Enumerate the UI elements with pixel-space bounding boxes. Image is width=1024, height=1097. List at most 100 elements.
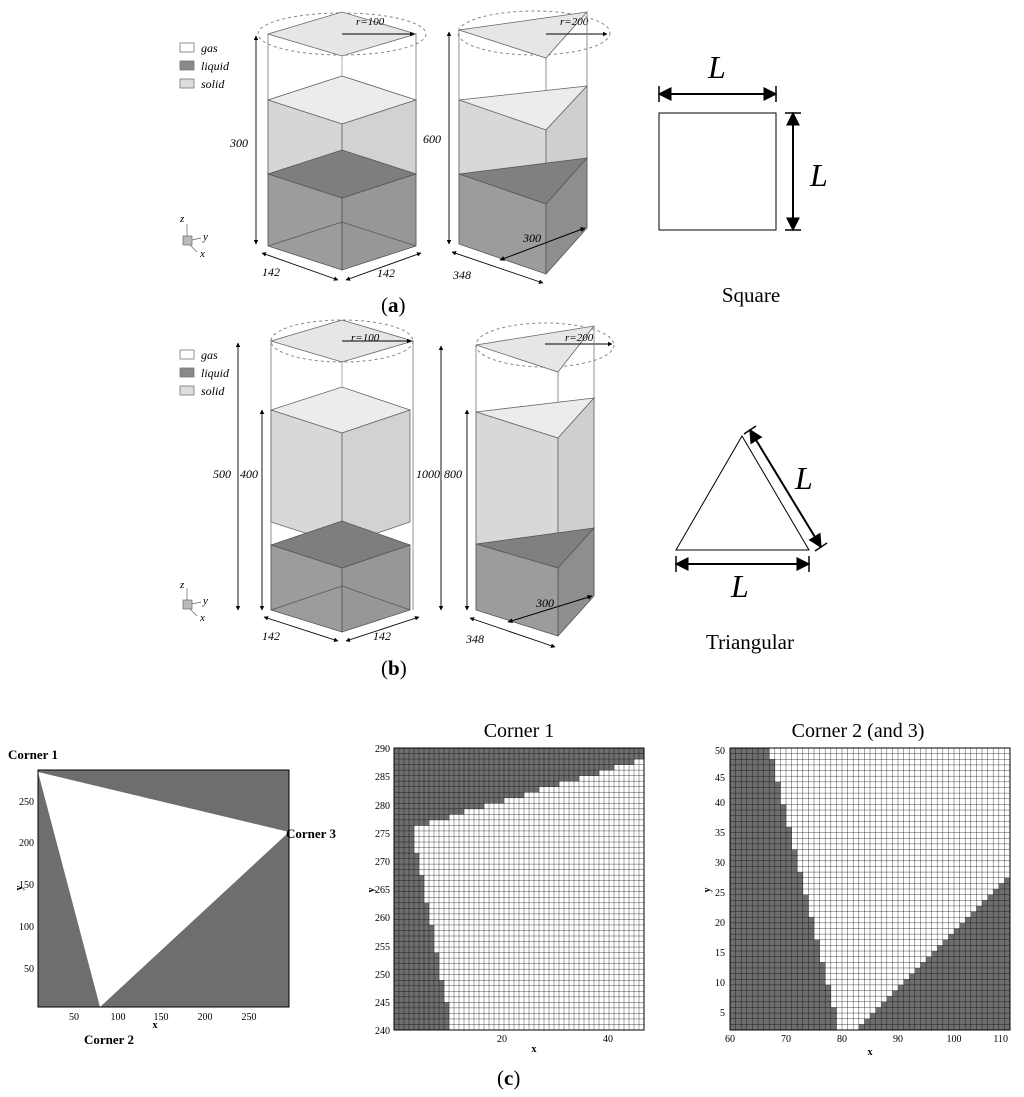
dark-cell bbox=[786, 894, 792, 901]
dark-cell bbox=[414, 775, 420, 782]
dark-cell bbox=[399, 991, 405, 998]
dark-cell bbox=[774, 877, 781, 884]
dark-cell bbox=[987, 934, 994, 941]
dark-cell bbox=[780, 996, 787, 1003]
dark-cell bbox=[424, 908, 430, 915]
dark-cell bbox=[464, 792, 470, 799]
dark-cell bbox=[394, 891, 400, 898]
dark-cell bbox=[735, 781, 742, 788]
dark-cell bbox=[444, 1002, 450, 1009]
dark-cell bbox=[484, 786, 490, 793]
dark-cell bbox=[424, 919, 430, 926]
dark-cell bbox=[409, 947, 415, 953]
dark-cell bbox=[509, 748, 515, 754]
dark-cell bbox=[786, 849, 792, 856]
dark-cell bbox=[589, 770, 595, 776]
dark-cell bbox=[414, 1013, 420, 1020]
dark-cell bbox=[982, 973, 988, 980]
dark-cell bbox=[769, 1024, 776, 1031]
dark-cell bbox=[444, 770, 450, 776]
dark-cell bbox=[599, 759, 605, 765]
dark-cell bbox=[914, 973, 921, 980]
dark-cell bbox=[987, 922, 994, 929]
dark-cell bbox=[769, 804, 776, 811]
dark-cell bbox=[479, 748, 485, 754]
dark-cell bbox=[763, 770, 770, 777]
dark-cell bbox=[774, 979, 781, 986]
dark-cell bbox=[730, 922, 736, 929]
dark-cell bbox=[429, 814, 435, 821]
zoom-corner2-plot: Corner 2 (and 3) 5 10 15 20 25 30 35 40 … bbox=[702, 720, 1011, 1058]
dark-cell bbox=[769, 973, 776, 980]
dark-cell bbox=[780, 922, 787, 929]
dark-cell bbox=[424, 808, 430, 815]
dark-cell bbox=[976, 979, 983, 986]
dark-cell bbox=[752, 984, 759, 991]
dark-cell bbox=[909, 996, 916, 1003]
dark-cell bbox=[976, 939, 983, 946]
dark-cell bbox=[970, 911, 977, 918]
dark-cell bbox=[987, 939, 994, 946]
dark-cell bbox=[524, 786, 530, 793]
dark-cell bbox=[1004, 973, 1011, 980]
zoom1-ytick: 275 bbox=[375, 829, 390, 840]
dark-cell bbox=[802, 905, 809, 912]
dark-cell bbox=[769, 770, 776, 777]
dark-cell bbox=[514, 759, 520, 765]
dark-cell bbox=[942, 1007, 949, 1014]
dark-cell bbox=[758, 781, 764, 788]
dark-cell bbox=[741, 776, 748, 783]
dark-cell bbox=[404, 952, 410, 959]
dark-cell bbox=[993, 900, 1000, 907]
dark-cell bbox=[394, 864, 400, 870]
dark-cell bbox=[774, 945, 781, 952]
dark-cell bbox=[394, 969, 400, 976]
dark-cell bbox=[399, 748, 405, 754]
dark-cell bbox=[404, 891, 410, 898]
dark-cell bbox=[758, 872, 764, 879]
dark-cell bbox=[814, 979, 820, 986]
dark-cell bbox=[797, 928, 804, 935]
dark-cell bbox=[763, 776, 770, 783]
dark-cell bbox=[965, 1024, 972, 1031]
dark-cell bbox=[892, 1024, 899, 1031]
dark-cell bbox=[524, 775, 530, 782]
dark-cell bbox=[920, 1001, 927, 1008]
dark-cell bbox=[746, 905, 753, 912]
dark-cell bbox=[746, 917, 753, 924]
dark-cell bbox=[937, 1007, 944, 1014]
dark-cell bbox=[814, 1007, 820, 1014]
dark-cell bbox=[786, 900, 792, 907]
zoom2-xticks: 60 70 80 90 100 110 bbox=[725, 1034, 1008, 1045]
dark-cell bbox=[741, 984, 748, 991]
dark-cell bbox=[802, 917, 809, 924]
dark-cell bbox=[409, 974, 415, 981]
dark-cell bbox=[494, 775, 500, 782]
dark-cell bbox=[1004, 996, 1011, 1003]
dark-cell bbox=[791, 917, 798, 924]
dark-cell bbox=[769, 1018, 776, 1025]
dark-cell bbox=[769, 934, 776, 941]
dark-cell bbox=[484, 748, 490, 754]
dark-cell bbox=[954, 1018, 960, 1025]
dark-cell bbox=[752, 900, 759, 907]
dark-cell bbox=[414, 786, 420, 793]
dark-cell bbox=[970, 956, 977, 963]
dark-cell bbox=[424, 797, 430, 804]
dark-cell bbox=[419, 875, 425, 882]
dark-cell bbox=[419, 775, 425, 782]
dark-cell bbox=[780, 1013, 787, 1020]
dark-cell bbox=[429, 1024, 435, 1031]
dark-cell bbox=[746, 866, 753, 873]
dark-cell bbox=[504, 775, 510, 782]
dark-cell bbox=[965, 990, 972, 997]
overview-yticks: 50 100 150 200 250 bbox=[19, 797, 34, 975]
dark-cell bbox=[544, 759, 550, 765]
dark-cell bbox=[559, 748, 565, 754]
dark-cell bbox=[444, 786, 450, 793]
base-left-label-a1: 142 bbox=[262, 265, 280, 279]
dark-cell bbox=[780, 951, 787, 957]
dark-cell bbox=[926, 1024, 932, 1031]
dark-cell bbox=[741, 996, 748, 1003]
dark-cell bbox=[982, 945, 988, 952]
